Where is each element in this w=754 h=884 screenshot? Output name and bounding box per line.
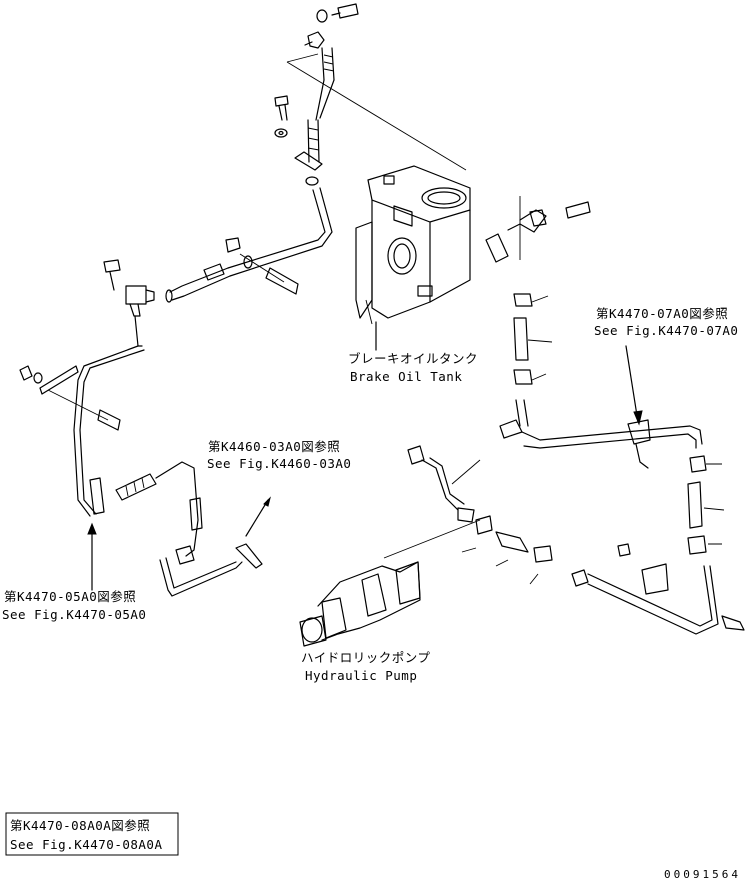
brake-tank-label-jp: ブレーキオイルタンク bbox=[348, 351, 478, 366]
lower-right-pipe bbox=[571, 543, 745, 635]
ref-07a0-label-jp: 第K4470-07A0図参照 bbox=[596, 306, 728, 321]
middle-hose bbox=[115, 461, 271, 597]
brake-tank-label-en: Brake Oil Tank bbox=[350, 369, 462, 384]
bolt-and-fitting-left-upper bbox=[165, 95, 333, 303]
left-pipe-assembly bbox=[19, 345, 145, 591]
hydraulic-pump bbox=[299, 445, 553, 647]
brake-oil-tank bbox=[355, 165, 471, 351]
pump-label-en: Hydraulic Pump bbox=[305, 668, 417, 683]
ref-07a0-label-en: See Fig.K4470-07A0 bbox=[594, 323, 738, 338]
pump-label-jp: ハイドロリックポンプ bbox=[301, 650, 430, 665]
ref-05a0-label-jp: 第K4470-05A0図参照 bbox=[4, 589, 136, 604]
top-hose-assembly bbox=[286, 3, 467, 171]
ref-08a0a-label-jp: 第K4470-08A0A図参照 bbox=[10, 818, 150, 833]
ref-05a0-label-en: See Fig.K4470-05A0 bbox=[2, 607, 146, 622]
ref-08a0a-label-en: See Fig.K4470-08A0A bbox=[10, 837, 163, 852]
right-pipe-assembly bbox=[499, 345, 725, 555]
ref-03a0-label-en: See Fig.K4460-03A0 bbox=[207, 456, 351, 471]
reference-box bbox=[5, 812, 179, 856]
pressure-switch bbox=[103, 259, 155, 347]
ref-03a0-label-jp: 第K4460-03A0図参照 bbox=[208, 439, 340, 454]
tank-right-fittings bbox=[485, 196, 591, 385]
drawing-number: 00091564 bbox=[664, 868, 741, 881]
clamp-and-nuts-mid bbox=[203, 237, 299, 295]
